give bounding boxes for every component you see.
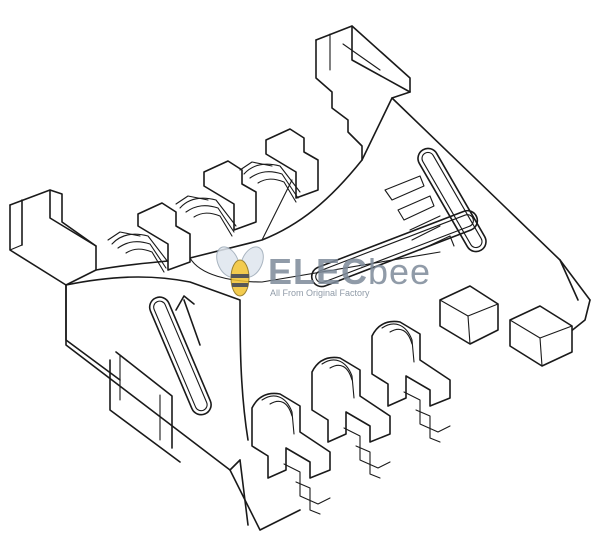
- elecbee-watermark: ELECbee All From Original Factory: [216, 246, 431, 298]
- rear-contact-tower-1: [107, 202, 191, 273]
- connector-housing: [65, 97, 591, 531]
- left-end-block: [9, 189, 97, 286]
- front-contact-tower-3: [371, 320, 451, 443]
- brand-suffix: bee: [368, 251, 431, 292]
- rear-contact-tower-2: [175, 160, 257, 237]
- watermark-tagline: All From Original Factory: [270, 288, 370, 298]
- watermark-brand: ELECbee: [268, 251, 431, 292]
- front-contact-tower-1: [251, 392, 331, 515]
- front-contact-tower-2: [311, 356, 391, 479]
- housing-slots: [148, 147, 487, 416]
- rear-contact-tower-3: [239, 128, 319, 203]
- right-front-blocks: [439, 285, 573, 367]
- right-end-post: [315, 25, 411, 161]
- brand-prefix: ELEC: [268, 251, 368, 292]
- insert-direction-arrow: [175, 295, 201, 346]
- bee-icon: [216, 246, 264, 297]
- embossed-markings: [384, 175, 455, 251]
